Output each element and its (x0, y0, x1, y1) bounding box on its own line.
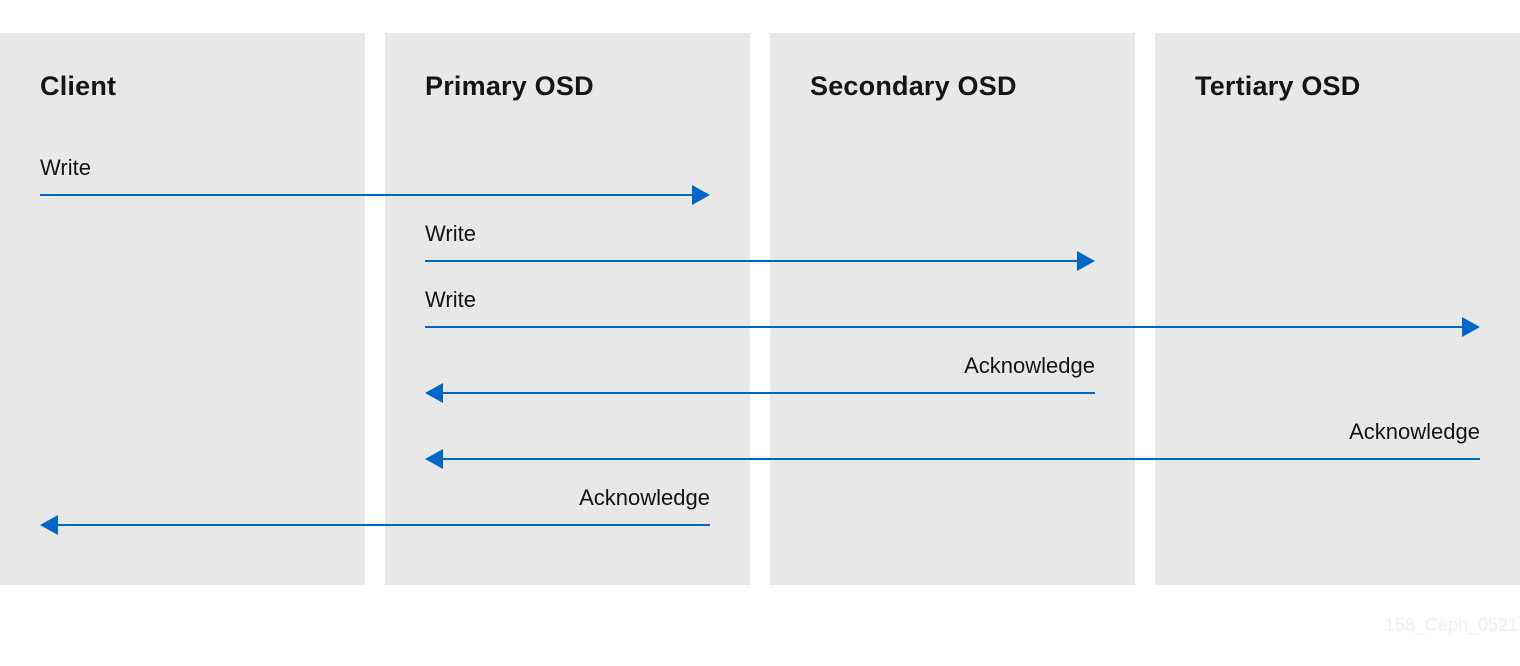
message-label: Write (425, 221, 476, 246)
watermark: 158_Ceph_0521 (1384, 615, 1518, 635)
arrowhead-right-icon (1462, 317, 1480, 337)
arrowhead-right-icon (1077, 251, 1095, 271)
message-label: Acknowledge (964, 353, 1095, 378)
arrowhead-left-icon (425, 383, 443, 403)
lane-secondary-osd: Secondary OSD (770, 33, 1135, 585)
lane-tertiary-osd: Tertiary OSD (1155, 33, 1520, 585)
arrowhead-left-icon (425, 449, 443, 469)
lane-title-tertiary-osd: Tertiary OSD (1195, 71, 1361, 101)
message-label: Acknowledge (579, 485, 710, 510)
message-label: Write (425, 287, 476, 312)
lane-client: Client (0, 33, 365, 585)
lane-primary-osd: Primary OSD (385, 33, 750, 585)
lane-title-secondary-osd: Secondary OSD (810, 71, 1017, 101)
lane-title-client: Client (40, 71, 117, 101)
arrowhead-left-icon (40, 515, 58, 535)
lane-title-primary-osd: Primary OSD (425, 71, 594, 101)
arrowhead-right-icon (692, 185, 710, 205)
message-label: Write (40, 155, 91, 180)
message-label: Acknowledge (1349, 419, 1480, 444)
